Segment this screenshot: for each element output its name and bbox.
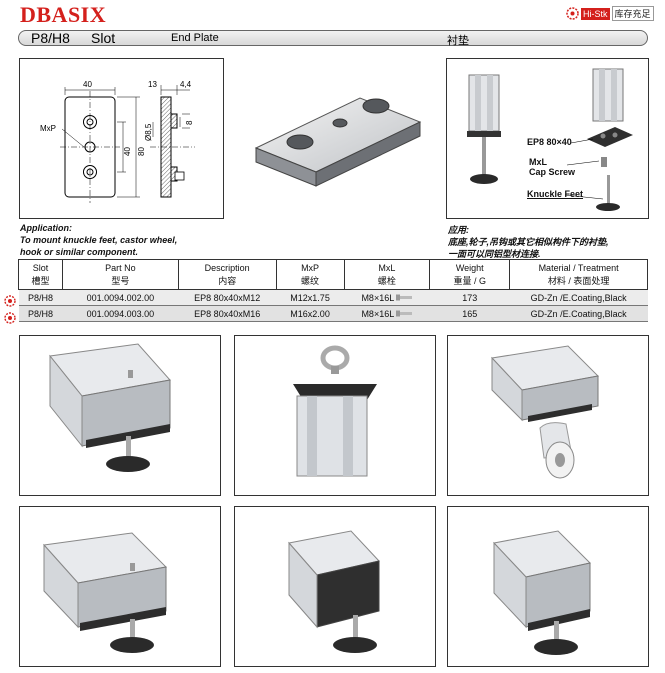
photo-knuckle-foot-1 bbox=[19, 335, 221, 496]
assembly-panel: EP8 80×40 MxL Cap Screw Knuckle Feet bbox=[446, 58, 649, 219]
dim-width: 40 bbox=[83, 80, 92, 89]
cell-slot: P8/H8 bbox=[18, 289, 63, 306]
cell-mxl: M8×16L bbox=[344, 305, 430, 322]
profile-knuckle-foot-3-illustration bbox=[288, 530, 380, 653]
application-en: Application: To mount knuckle feet, cast… bbox=[20, 222, 177, 258]
title-bar: P8/H8 Slot End Plate 衬垫 bbox=[18, 30, 648, 47]
stock-text: 库存充足 bbox=[611, 6, 654, 21]
screw-icon bbox=[396, 310, 413, 316]
technical-drawing-panel: 40 13 4,4 MxP 40 80 Ø8,5 8 bbox=[19, 58, 224, 219]
profile-knuckle-foot-illustration bbox=[49, 343, 171, 472]
dim-hole-pitch: 40 bbox=[123, 147, 132, 156]
profile-knuckle-foot-4-illustration bbox=[493, 530, 592, 655]
dim-side-4-4: 4,4 bbox=[180, 80, 192, 89]
label-mxp: MxP bbox=[40, 124, 56, 133]
dim-height: 80 bbox=[137, 147, 146, 156]
cell-weight: 173 bbox=[429, 289, 510, 306]
cell-mxl: M8×16L bbox=[344, 289, 430, 306]
assembly-illustration bbox=[467, 68, 633, 211]
cell-weight: 165 bbox=[429, 305, 510, 322]
cell-slot: P8/H8 bbox=[18, 305, 63, 322]
cell-mxp: M12x1.75 bbox=[276, 289, 345, 306]
table-row[interactable]: P8/H8 001.0094.002.00 EP8 80x40xM12 M12x… bbox=[18, 289, 648, 306]
title-name-en: End Plate bbox=[171, 32, 219, 44]
application-en-line1: To mount knuckle feet, castor wheel, bbox=[20, 235, 178, 245]
title-name-cn: 衬垫 bbox=[447, 35, 469, 47]
dim-side-8: 8 bbox=[185, 120, 194, 125]
stock-indicator: Hi-Stk 库存充足 bbox=[566, 6, 654, 21]
application-cn-line1: 底座,轮子,吊钩或其它相似构件下的衬垫, bbox=[448, 237, 609, 247]
application-cn-line2: 一面可以同铝型材连接. bbox=[448, 249, 541, 259]
stock-flower-icon bbox=[566, 7, 579, 20]
cell-part-no: 001.0094.002.00 bbox=[62, 289, 179, 306]
screw-icon bbox=[396, 294, 413, 300]
callout-mxl: MxL bbox=[529, 157, 547, 167]
table-row[interactable]: P8/H8 001.0094.003.00 EP8 80x40xM16 M16x… bbox=[18, 305, 648, 322]
cell-description: EP8 80x40xM16 bbox=[178, 305, 277, 322]
cell-material: GD-Zn /E.Coating,Black bbox=[509, 305, 648, 322]
photo-knuckle-foot-4 bbox=[447, 506, 649, 667]
callout-knuckle-feet: Knuckle Feet bbox=[527, 189, 584, 199]
dim-dia: Ø8,5 bbox=[144, 123, 153, 141]
title-slot-word: Slot bbox=[91, 30, 116, 46]
callout-cap-screw: Cap Screw bbox=[529, 167, 576, 177]
callout-ep8: EP8 80×40 bbox=[527, 137, 572, 147]
cell-description: EP8 80x40xM12 bbox=[178, 289, 277, 306]
profile-knuckle-foot-2-illustration bbox=[42, 532, 168, 653]
title-slot: P8/H8 bbox=[31, 30, 70, 46]
profile-hook-illustration bbox=[293, 345, 377, 477]
cell-part-no: 001.0094.003.00 bbox=[62, 305, 179, 322]
brand-logo: DBASIX bbox=[20, 2, 107, 27]
dim-side-13: 13 bbox=[148, 80, 157, 89]
row-stock-icon bbox=[4, 295, 16, 307]
profile-castor-illustration bbox=[490, 345, 600, 479]
photo-castor bbox=[447, 335, 649, 496]
application-cn-title: 应用: bbox=[448, 225, 469, 235]
photo-knuckle-foot-2 bbox=[19, 506, 221, 667]
cell-mxp: M16x2.00 bbox=[276, 305, 345, 322]
row-stock-icon bbox=[4, 312, 16, 324]
cell-material: GD-Zn /E.Coating,Black bbox=[509, 289, 648, 306]
application-cn: 应用: 底座,轮子,吊钩或其它相似构件下的衬垫, 一面可以同铝型材连接. bbox=[448, 224, 609, 260]
end-plate-render bbox=[254, 97, 422, 187]
technical-drawing: 40 13 4,4 MxP 40 80 Ø8,5 8 bbox=[40, 80, 195, 203]
photo-hook bbox=[234, 335, 436, 496]
application-en-line2: hook or similar component. bbox=[20, 247, 139, 257]
application-en-title: Application: bbox=[20, 223, 72, 233]
stock-badge: Hi-Stk bbox=[581, 7, 610, 20]
photo-knuckle-foot-3 bbox=[234, 506, 436, 667]
